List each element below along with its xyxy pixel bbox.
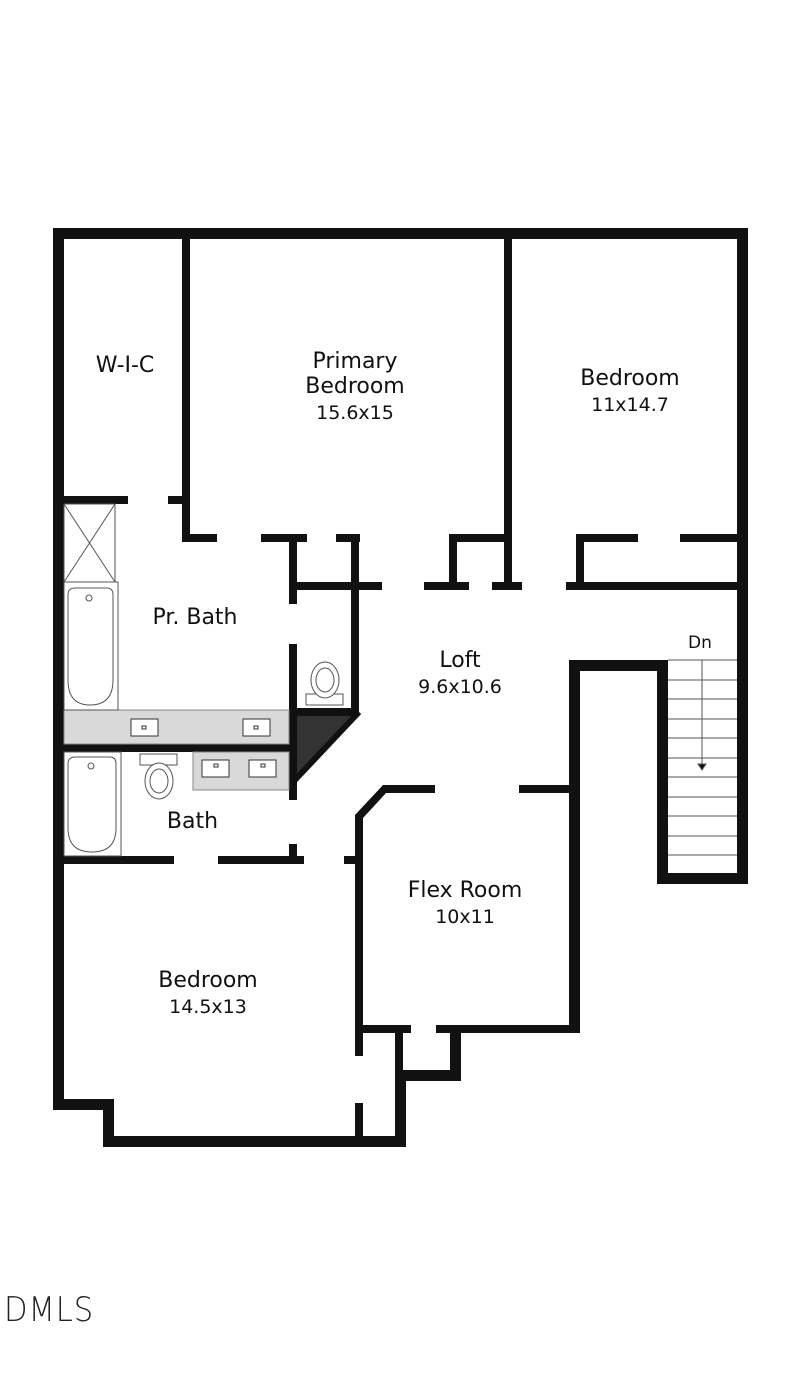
room-name: Pr. Bath: [152, 605, 238, 630]
room-name: W-I-C: [95, 353, 155, 378]
watermark-logo: DMLS: [4, 1290, 95, 1330]
room-name: Bath: [166, 809, 219, 834]
room-dimensions: 9.6x10.6: [418, 676, 502, 699]
stairs-down-label: Dn: [688, 633, 712, 653]
room-label-flex-room: Flex Room 10x11: [390, 879, 540, 928]
walls: [53, 228, 748, 1147]
room-label-bedroom-sw: Bedroom 14.5x13: [133, 969, 283, 1018]
room-dimensions: 10x11: [435, 906, 495, 929]
room-label-primary-bath: Pr. Bath: [130, 606, 260, 629]
room-label-bath: Bath: [145, 810, 240, 833]
room-name: Bedroom: [158, 968, 258, 993]
room-dimensions: 15.6x15: [316, 402, 394, 425]
room-name-line1: Primary: [312, 349, 398, 374]
room-dimensions: 11x14.7: [591, 394, 669, 417]
room-label-loft: Loft 9.6x10.6: [390, 649, 530, 698]
room-name: Bedroom: [580, 366, 680, 391]
room-dimensions: 14.5x13: [169, 996, 247, 1019]
vanity-counters: [63, 709, 290, 791]
fixtures: [63, 503, 344, 857]
room-name: Flex Room: [407, 878, 523, 903]
staircase: [668, 659, 737, 856]
room-name: Loft: [439, 648, 481, 673]
room-label-wic: W-I-C: [70, 354, 180, 377]
room-label-primary-bedroom: Primary Bedroom 15.6x15: [270, 350, 440, 424]
room-name-line2: Bedroom: [305, 374, 405, 400]
room-label-bedroom-ne: Bedroom 11x14.7: [550, 367, 710, 416]
